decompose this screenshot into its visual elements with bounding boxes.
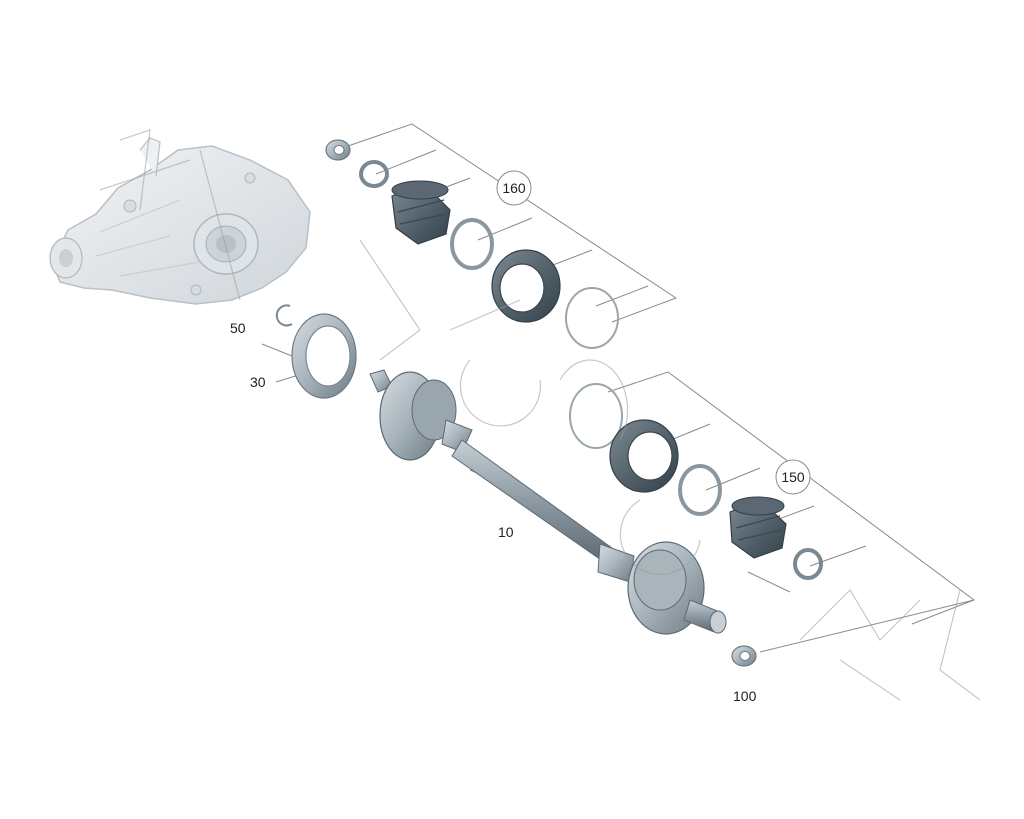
label-30: 30 [250,374,266,390]
circlip-50 [275,304,293,327]
inner-nut [325,139,351,161]
outer-nut-100 [731,645,757,667]
outer-small-clamp [793,548,823,580]
label-150: 150 [781,469,805,485]
part-labels: 50 30 10 100 160 150 [230,170,811,704]
seal-30 [291,313,357,399]
label-160: 160 [502,180,526,196]
watermark [99,129,981,701]
inner-boot-large [491,249,561,323]
outer-boot [729,496,787,559]
inner-small-clamp [359,160,389,188]
inner-o-ring [565,287,619,349]
outer-boot-large [609,419,679,493]
label-100: 100 [733,688,757,704]
drive-shaft-10 [369,369,727,635]
differential-housing [49,137,311,305]
inner-boot [391,180,451,245]
callout-160[interactable]: 160 [496,170,532,206]
label-10: 10 [498,524,514,540]
outer-o-ring [569,383,623,449]
inner-large-clamp [450,218,494,270]
callout-150[interactable]: 150 [775,459,811,495]
label-50: 50 [230,320,246,336]
outer-large-clamp [678,464,722,516]
